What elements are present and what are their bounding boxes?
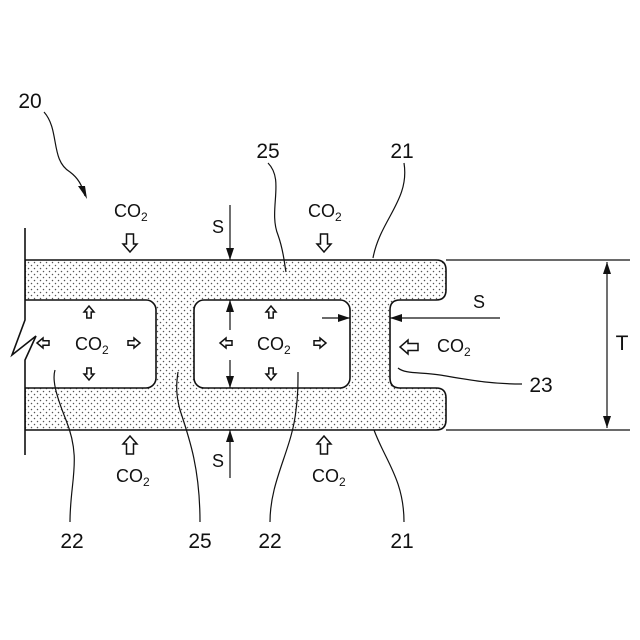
ref-22-left: 22: [60, 530, 83, 553]
arrow-up-right-bottom: [317, 436, 331, 454]
co2-label-top-right: CO2: [308, 201, 342, 224]
co2-main: CO: [114, 201, 141, 221]
gap-label-s-top: S: [212, 217, 224, 237]
co2-main: CO: [312, 466, 339, 486]
co2-sub: 2: [284, 343, 291, 357]
ref-21-bottom: 21: [390, 530, 413, 553]
co2-main: CO: [75, 334, 102, 354]
co2-label-top-left: CO2: [114, 201, 148, 224]
co2-main: CO: [308, 201, 335, 221]
gap-label-s-bottom: S: [212, 451, 224, 471]
thickness-label-t: T: [616, 332, 629, 355]
co2-main: CO: [437, 336, 464, 356]
co2-sub: 2: [143, 475, 150, 489]
arrow-down-right-top: [317, 234, 331, 252]
co2-main: CO: [257, 334, 284, 354]
arrow-up-left-bottom: [123, 436, 137, 454]
co2-label-bottom-right: CO2: [312, 466, 346, 489]
co2-sub: 2: [141, 210, 148, 224]
co2-sub: 2: [464, 345, 471, 359]
co2-label-right-side: CO2: [437, 336, 471, 359]
ref-21-top: 21: [390, 140, 413, 163]
co2-label-bottom-left: CO2: [116, 466, 150, 489]
arrow-down-left-top: [123, 234, 137, 252]
co2-sub: 2: [339, 475, 346, 489]
arrow-left-side: [400, 340, 418, 354]
ref-22-right: 22: [258, 530, 281, 553]
ref-23: 23: [529, 374, 552, 397]
co2-main: CO: [116, 466, 143, 486]
gap-label-s-right: S: [473, 292, 485, 312]
ref-25-bottom: 25: [188, 530, 211, 553]
ref-20: 20: [18, 90, 41, 113]
ref-25-top: 25: [256, 140, 279, 163]
co2-sub: 2: [335, 210, 342, 224]
co2-sub: 2: [102, 343, 109, 357]
